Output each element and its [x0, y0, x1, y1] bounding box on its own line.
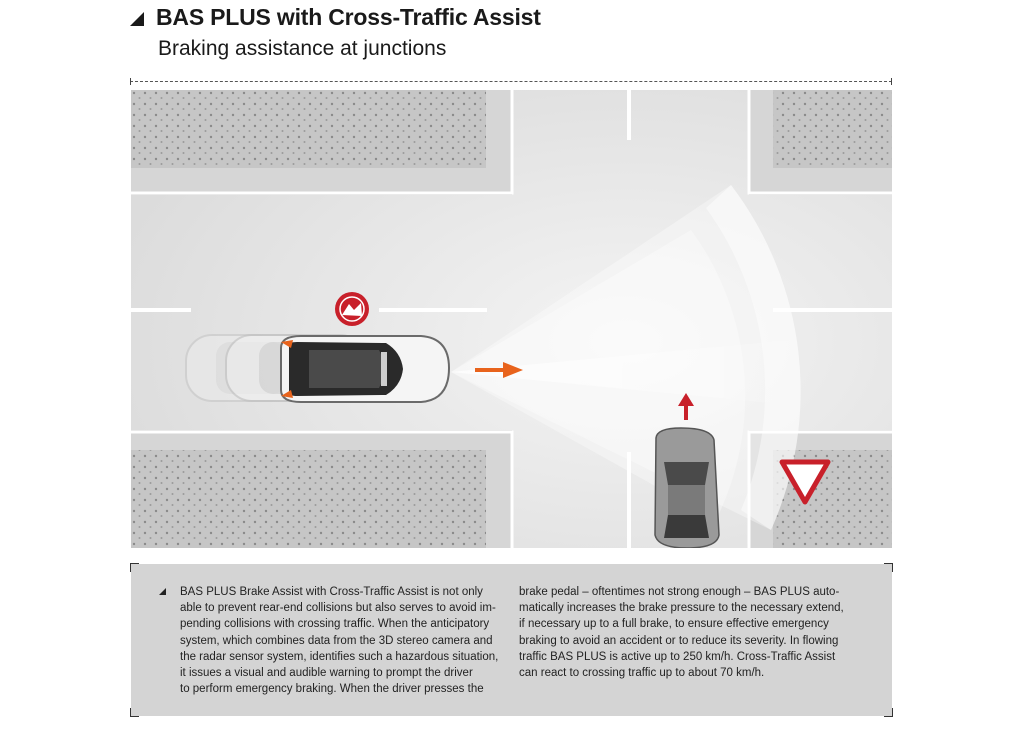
description-line: traffic BAS PLUS is active up to 250 km/… [519, 650, 836, 663]
description-line: it issues a visual and audible warning t… [180, 667, 473, 680]
building-block-bottom-left [131, 430, 512, 548]
header: BAS PLUS with Cross-Traffic Assist Braki… [130, 4, 541, 61]
page-title: BAS PLUS with Cross-Traffic Assist [156, 4, 541, 30]
ego-direction-arrow [475, 362, 523, 378]
divider-cap-left [130, 78, 131, 85]
description-right-column: brake pedal – oftentimes not strong enou… [519, 584, 869, 681]
collision-warning-icon [335, 292, 369, 326]
divider-cap-right [891, 78, 892, 85]
building-block-bottom-right [749, 430, 892, 548]
crossing-car [654, 427, 720, 548]
header-divider [130, 81, 892, 82]
description-panel: BAS PLUS Brake Assist with Cross-Traffic… [130, 563, 893, 717]
page-subtitle: Braking assistance at junctions [158, 37, 447, 60]
junction-illustration [131, 90, 892, 548]
junction-svg [131, 90, 892, 548]
description-line: can react to crossing traffic up to abou… [519, 667, 765, 680]
panel-corner [884, 563, 893, 572]
triangle-marker-icon [130, 11, 144, 26]
description-line: the radar sensor system, identifies such… [180, 650, 499, 663]
building-block-top-right [749, 90, 892, 195]
panel-corner [130, 563, 139, 572]
yield-sign-icon [779, 459, 831, 505]
title-row: BAS PLUS with Cross-Traffic Assist [130, 4, 541, 31]
curb-lines [131, 90, 892, 548]
ego-car [280, 335, 451, 403]
description-line: pending collisions with crossing traffic… [180, 618, 490, 631]
description-line: braking to avoid an accident or to reduc… [519, 634, 839, 647]
crossing-direction-arrow [678, 393, 694, 420]
description-line: brake pedal – oftentimes not strong enou… [519, 586, 840, 598]
panel-corner [884, 708, 893, 717]
description-line: system, which combines data from the 3D … [180, 634, 493, 647]
paragraph-marker-icon [159, 588, 166, 595]
panel-corner [130, 708, 139, 717]
description-line: if necessary up to a full brake, to ensu… [519, 618, 829, 631]
description-line: matically increases the brake pressure t… [519, 602, 844, 615]
building-block-top-left [131, 90, 512, 195]
description-line: to perform emergency braking. When the d… [180, 683, 484, 696]
description-left-column: BAS PLUS Brake Assist with Cross-Traffic… [180, 584, 520, 697]
description-line: able to prevent rear-end collisions but … [180, 602, 496, 615]
lane-markings [131, 90, 892, 548]
description-line: BAS PLUS Brake Assist with Cross-Traffic… [180, 586, 483, 598]
